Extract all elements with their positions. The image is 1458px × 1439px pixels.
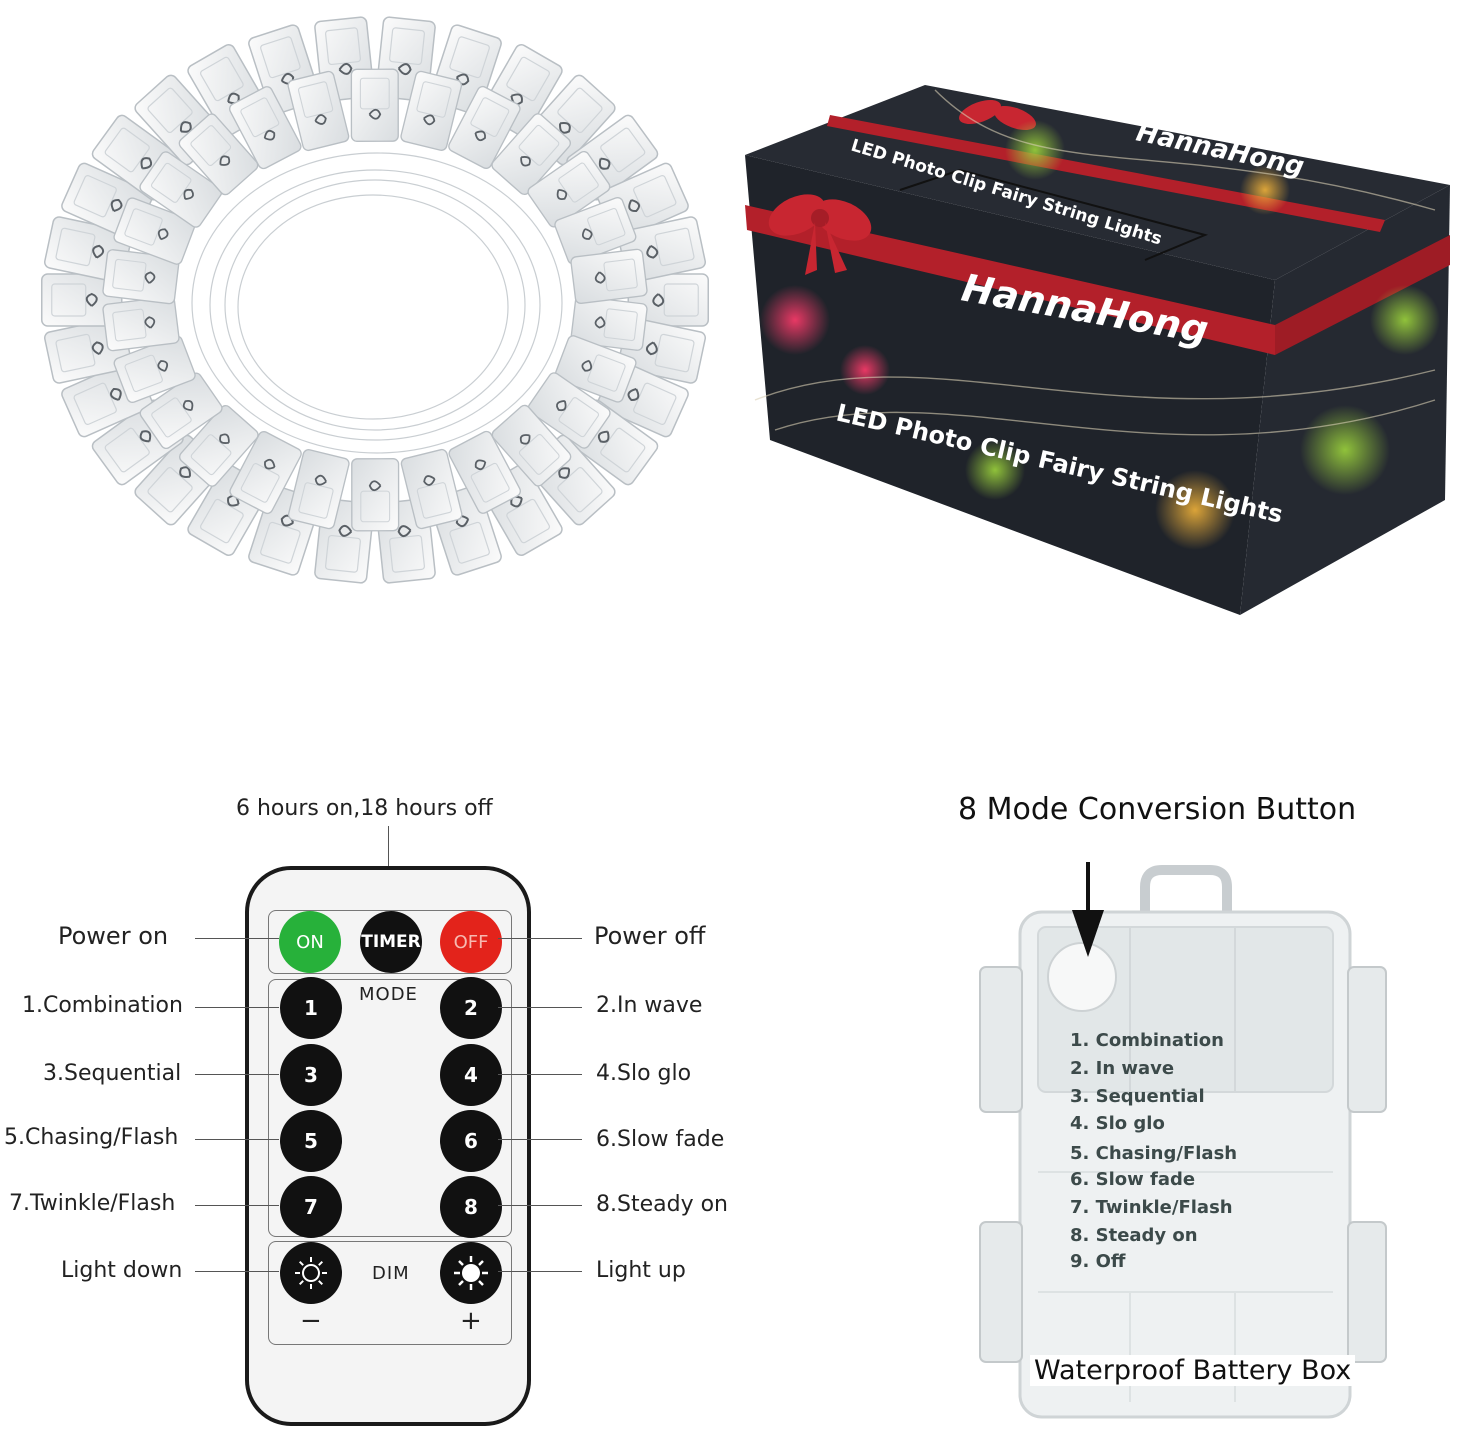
- light-up-button[interactable]: [440, 1242, 502, 1304]
- photo-clip: [113, 197, 196, 265]
- leader-line: [498, 1271, 582, 1272]
- mode-2-button[interactable]: 2: [440, 977, 502, 1039]
- photo-clip: [229, 430, 302, 515]
- light-up-callout: Light up: [596, 1258, 686, 1283]
- leader-line: [498, 1007, 582, 1008]
- battery-mode-7: 7. Twinkle/Flash: [1070, 1197, 1233, 1218]
- mode-6-callout: 6.Slow fade: [596, 1127, 725, 1152]
- mode-1-callout: 1.Combination: [22, 993, 183, 1018]
- photo-clip: [102, 249, 180, 305]
- photo-clip: [570, 295, 648, 351]
- sun-outline-icon: [295, 1257, 327, 1289]
- photo-clip: [102, 295, 180, 352]
- leader-line: [498, 938, 582, 939]
- photo-clip: [139, 372, 223, 450]
- power-off-callout: Power off: [594, 922, 706, 950]
- mode-conversion-button[interactable]: [1047, 942, 1117, 1012]
- leader-line: [195, 1007, 279, 1008]
- leader-line: [498, 1205, 582, 1206]
- mode-3-button[interactable]: 3: [280, 1044, 342, 1106]
- leader-line: [195, 1139, 279, 1140]
- battery-mode-9: 9. Off: [1070, 1251, 1126, 1272]
- photo-clip: [178, 404, 259, 487]
- battery-mode-8: 8. Steady on: [1070, 1225, 1198, 1246]
- battery-mode-6: 6. Slow fade: [1070, 1169, 1196, 1190]
- photo-clip: [554, 335, 637, 403]
- battery-mode-2: 2. In wave: [1070, 1058, 1175, 1079]
- mode-7-callout: 7.Twinkle/Flash: [9, 1191, 176, 1216]
- photo-clip: [527, 372, 611, 449]
- waterproof-battery-box-label: Waterproof Battery Box: [1030, 1355, 1356, 1386]
- mode-7-button[interactable]: 7: [280, 1176, 342, 1238]
- photo-clip: [113, 335, 196, 403]
- light-down-button[interactable]: [280, 1242, 342, 1304]
- mode-5-button[interactable]: 5: [280, 1110, 342, 1172]
- plus-label: +: [460, 1306, 482, 1336]
- leader-line: [195, 1271, 279, 1272]
- photo-clip: [400, 448, 463, 530]
- mode-conversion-button-title: 8 Mode Conversion Button: [958, 792, 1357, 827]
- box-ribbon: [745, 205, 1275, 355]
- photo-clip: [448, 430, 521, 514]
- photo-clip: [448, 85, 521, 170]
- sun-filled-icon: [454, 1256, 488, 1290]
- timer-leader-line: [388, 826, 389, 902]
- photo-clip-string-lights-image: [41, 16, 709, 584]
- photo-clip: [527, 150, 611, 228]
- mode-4-button[interactable]: 4: [440, 1044, 502, 1106]
- leader-line: [195, 1074, 279, 1075]
- minus-label: −: [300, 1306, 322, 1336]
- battery-mode-5: 5. Chasing/Flash: [1070, 1143, 1238, 1164]
- mode-1-button[interactable]: 1: [280, 977, 342, 1039]
- photo-clip: [229, 86, 302, 170]
- battery-mode-4: 4. Slo glo: [1070, 1113, 1165, 1134]
- photo-clip: [351, 458, 400, 532]
- mode-panel: [268, 979, 512, 1237]
- photo-clip: [178, 113, 259, 196]
- photo-clip: [287, 449, 350, 530]
- clip-ring: [41, 16, 709, 584]
- mode-label: MODE: [359, 984, 418, 1005]
- leader-line: [498, 1139, 582, 1140]
- photo-clip: [350, 68, 399, 142]
- photo-clip: [491, 404, 572, 487]
- leader-line: [195, 1205, 279, 1206]
- photo-clip: [139, 151, 223, 228]
- off-button[interactable]: OFF: [440, 911, 502, 973]
- battery-box-image: [979, 862, 1387, 1419]
- dim-label: DIM: [372, 1263, 410, 1284]
- remote-control: ON TIMER OFF MODE 1 2 3 4 5 6 7 8 DIM: [245, 866, 531, 1426]
- mode-3-callout: 3.Sequential: [43, 1061, 182, 1086]
- photo-clip: [287, 70, 350, 152]
- timer-callout: 6 hours on,18 hours off: [236, 796, 493, 821]
- mode-5-callout: 5.Chasing/Flash: [4, 1125, 179, 1150]
- mode-6-button[interactable]: 6: [440, 1110, 502, 1172]
- wire-strands: [191, 152, 563, 454]
- light-down-callout: Light down: [61, 1258, 183, 1283]
- timer-button[interactable]: TIMER: [360, 911, 422, 973]
- photo-clip: [554, 197, 637, 265]
- on-button[interactable]: ON: [279, 911, 341, 973]
- power-on-callout: Power on: [58, 922, 169, 950]
- mode-8-button[interactable]: 8: [440, 1176, 502, 1238]
- battery-mode-1: 1. Combination: [1070, 1030, 1224, 1051]
- mode-8-callout: 8.Steady on: [596, 1192, 728, 1217]
- photo-clip: [400, 70, 463, 151]
- photo-clip: [491, 113, 572, 196]
- product-gift-box-image: HannaHong LED Photo Clip Fairy String Li…: [745, 85, 1450, 615]
- dim-panel: [268, 1241, 512, 1345]
- mode-2-callout: 2.In wave: [596, 993, 703, 1018]
- power-panel: [268, 910, 512, 974]
- leader-line: [498, 1074, 582, 1075]
- ribbon-bow-icon: [768, 194, 872, 275]
- battery-mode-3: 3. Sequential: [1070, 1086, 1205, 1107]
- mode-4-callout: 4.Slo glo: [596, 1061, 692, 1086]
- leader-line: [195, 938, 279, 939]
- photo-clip: [570, 248, 648, 305]
